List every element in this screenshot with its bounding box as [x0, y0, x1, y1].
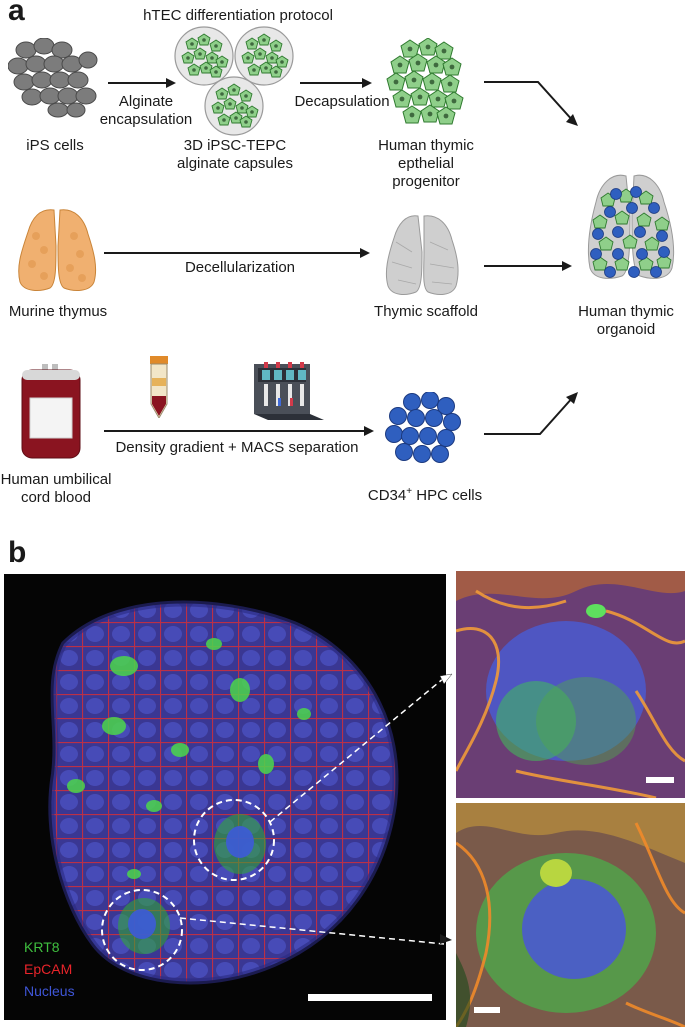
decapsulation-arrow: [300, 78, 372, 88]
hpc-cells-illustration: [385, 392, 461, 463]
cord-blood-label-2: cord blood: [20, 489, 92, 506]
hpc-label-sup: +: [406, 486, 413, 497]
thymic-scaffold-label: Thymic scaffold: [374, 303, 478, 320]
main-scale-bar: [308, 994, 432, 1001]
decellularization-arrow: [104, 248, 370, 258]
panel-b-letter: b: [8, 536, 27, 569]
capsules-label-2: alginate capsules: [177, 155, 293, 172]
inset-top-scale-bar: [646, 777, 674, 783]
hpc-to-organoid-arrow: [484, 392, 578, 435]
panel-a-letter: a: [8, 0, 25, 27]
thymic-scaffold-illustration: [385, 215, 459, 295]
hpc-label-rest: HPC cells: [412, 487, 483, 504]
hpc-label-main: CD34: [367, 487, 407, 504]
protocol-title: hTEC differentiation protocol: [143, 7, 333, 24]
progenitor-label-1: Human thymic: [378, 137, 474, 154]
progenitor-to-organoid-arrow: [484, 81, 578, 126]
centrifuge-tube-illustration: [150, 356, 168, 418]
cord-blood-bag-illustration: [21, 364, 81, 459]
cord-blood-label-1: Human umbilical: [0, 471, 112, 488]
thymic-organoid-illustration: [587, 174, 675, 279]
decapsulation-label: Decapsulation: [294, 93, 390, 110]
density-gradient-label: Density gradient + MACS separation: [115, 439, 359, 456]
murine-thymus-illustration: [18, 209, 97, 291]
legend-nucleus: Nucleus: [24, 983, 75, 999]
organoid-label-2: organoid: [596, 321, 656, 338]
density-gradient-arrow: [104, 426, 374, 436]
thymic-progenitor-illustration: [386, 38, 464, 125]
encapsulation-label-1: Alginate: [118, 93, 174, 110]
progenitor-label-3: progenitor: [392, 173, 460, 190]
murine-thymus-label: Murine thymus: [8, 303, 108, 320]
organoid-fluorescence-image: KRT8 EpCAM Nucleus: [4, 574, 446, 1020]
decellularization-label: Decellularization: [184, 259, 296, 276]
progenitor-label-2: epthelial: [398, 155, 454, 172]
scaffold-to-organoid-arrow: [484, 261, 572, 271]
legend-epcam: EpCAM: [24, 961, 73, 977]
hpc-cells-label: CD34+ HPC cells: [350, 482, 500, 505]
inset-bottom-fluorescence-image: [456, 803, 685, 1027]
inset-bottom-scale-bar: [474, 1007, 500, 1013]
ips-cells-label: iPS cells: [26, 137, 84, 154]
legend-krt8: KRT8: [24, 939, 60, 955]
encapsulation-label-2: encapsulation: [99, 111, 193, 128]
channel-legend: KRT8 EpCAM Nucleus: [24, 936, 75, 1002]
encapsulation-arrow: [108, 78, 176, 88]
organoid-label-1: Human thymic: [578, 303, 674, 320]
ips-cells-illustration: [8, 38, 98, 118]
inset-top-fluorescence-image: [456, 571, 685, 798]
inset-arrowheads: [439, 673, 453, 944]
alginate-capsules-illustration: [174, 26, 294, 136]
capsules-label-1: 3D iPSC-TEPC: [183, 137, 287, 154]
macs-rack-illustration: [254, 362, 324, 420]
